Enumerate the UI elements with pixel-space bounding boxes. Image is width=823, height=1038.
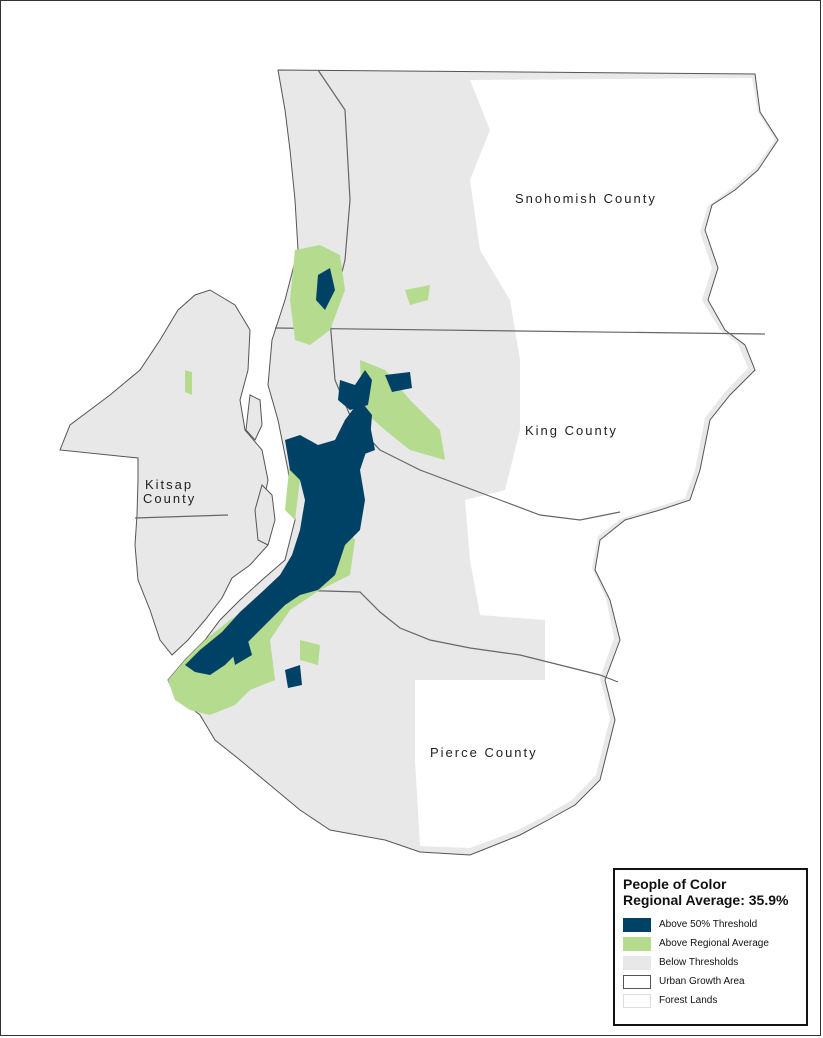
king-pierce-boundary	[289, 589, 619, 683]
legend-item-label: Below Thresholds	[659, 957, 739, 968]
kitsap-county-boundary	[134, 514, 229, 519]
kitsap-county-label-line2: County	[143, 491, 196, 506]
forest-lands	[415, 78, 775, 848]
snohomish-county-label: Snohomish County	[515, 191, 657, 206]
legend-item-label: Forest Lands	[659, 995, 718, 1006]
legend-item-label: Above 50% Threshold	[659, 919, 758, 930]
legend-item-label: Above Regional Average	[659, 938, 769, 949]
legend-swatch	[623, 993, 651, 1008]
above-50-threshold-areas	[185, 268, 412, 688]
legend-subtitle: Regional Average: 35.9%	[623, 892, 789, 908]
legend-swatch	[623, 974, 651, 989]
legend-item-above-50: Above 50% Threshold	[623, 915, 798, 934]
legend-swatch	[623, 955, 651, 970]
legend-swatch	[623, 917, 651, 932]
legend-item-forest-lands: Forest Lands	[623, 991, 798, 1010]
snohomish-king-boundary	[274, 327, 766, 335]
map-legend: People of Color Regional Average: 35.9% …	[613, 868, 808, 1026]
legend-swatch	[623, 936, 651, 951]
island-area	[245, 394, 263, 441]
legend-items: Above 50% Threshold Above Regional Avera…	[623, 915, 798, 1010]
king-county-label: King County	[525, 423, 618, 438]
legend-title: People of Color	[623, 876, 727, 892]
county-labels: Snohomish County King County Kitsap Coun…	[143, 191, 657, 760]
kitsap-county-label: Kitsap	[145, 477, 193, 492]
pierce-county-label: Pierce County	[430, 745, 538, 760]
legend-item-urban-growth-area: Urban Growth Area	[623, 972, 798, 991]
island-area	[254, 484, 276, 546]
legend-item-below-thresholds: Below Thresholds	[623, 953, 798, 972]
kitsap-area	[59, 289, 269, 656]
legend-item-label: Urban Growth Area	[659, 976, 745, 987]
legend-item-above-average: Above Regional Average	[623, 934, 798, 953]
